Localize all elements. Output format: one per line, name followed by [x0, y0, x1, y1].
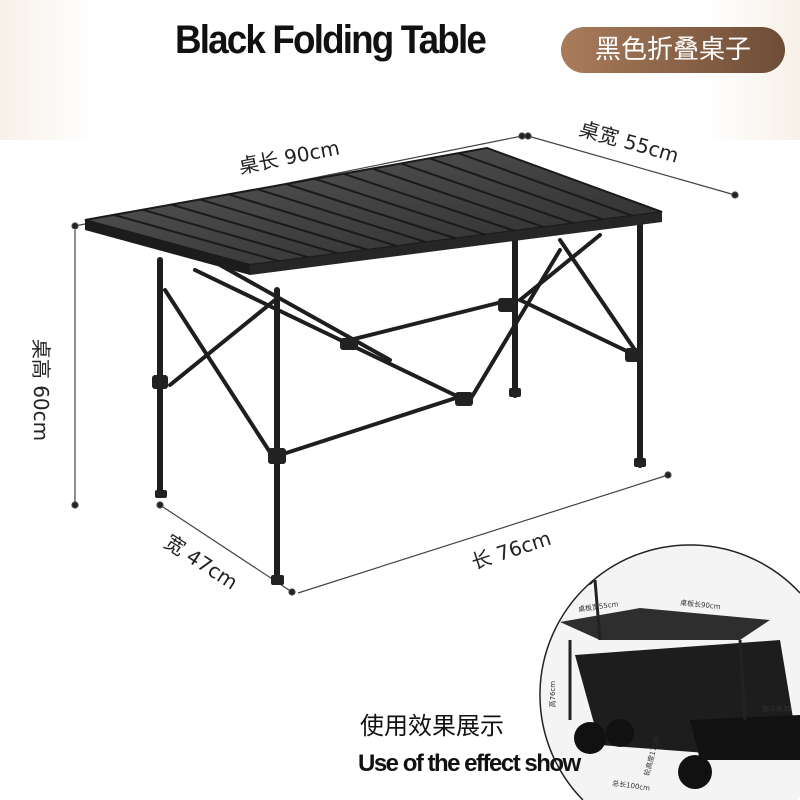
page-title: Black Folding Table: [175, 18, 487, 62]
table-slat-groove: [371, 167, 545, 229]
table-slat-groove: [170, 203, 339, 255]
table-slat-groove: [400, 162, 575, 225]
table-slat-groove: [228, 193, 398, 248]
table-slat-groove: [457, 152, 633, 217]
inset-height: 高76cm: [549, 680, 558, 708]
dim-height: 桌高 60cm: [29, 338, 54, 442]
color-badge: 黑色折叠桌子: [561, 27, 785, 73]
table-slat-groove: [285, 183, 457, 240]
table-slat-groove: [113, 213, 280, 263]
table-slat-groove: [256, 188, 427, 244]
leg-joints: [152, 298, 646, 585]
table-slat-groove: [429, 157, 604, 221]
table-slat-groove: [343, 172, 516, 232]
table-slat-groove: [142, 208, 310, 259]
table-slat-groove: [199, 198, 369, 251]
table-slat-groove: [314, 177, 486, 236]
table-frame: [157, 217, 643, 585]
caption-english: Use of the effect show: [358, 750, 581, 777]
inset-border: [539, 544, 800, 800]
caption-chinese: 使用效果展示: [360, 712, 504, 740]
table-slats: [113, 152, 633, 263]
usage-inset: [539, 544, 800, 800]
inset-tray-length: 拖斗长35: [762, 705, 792, 713]
